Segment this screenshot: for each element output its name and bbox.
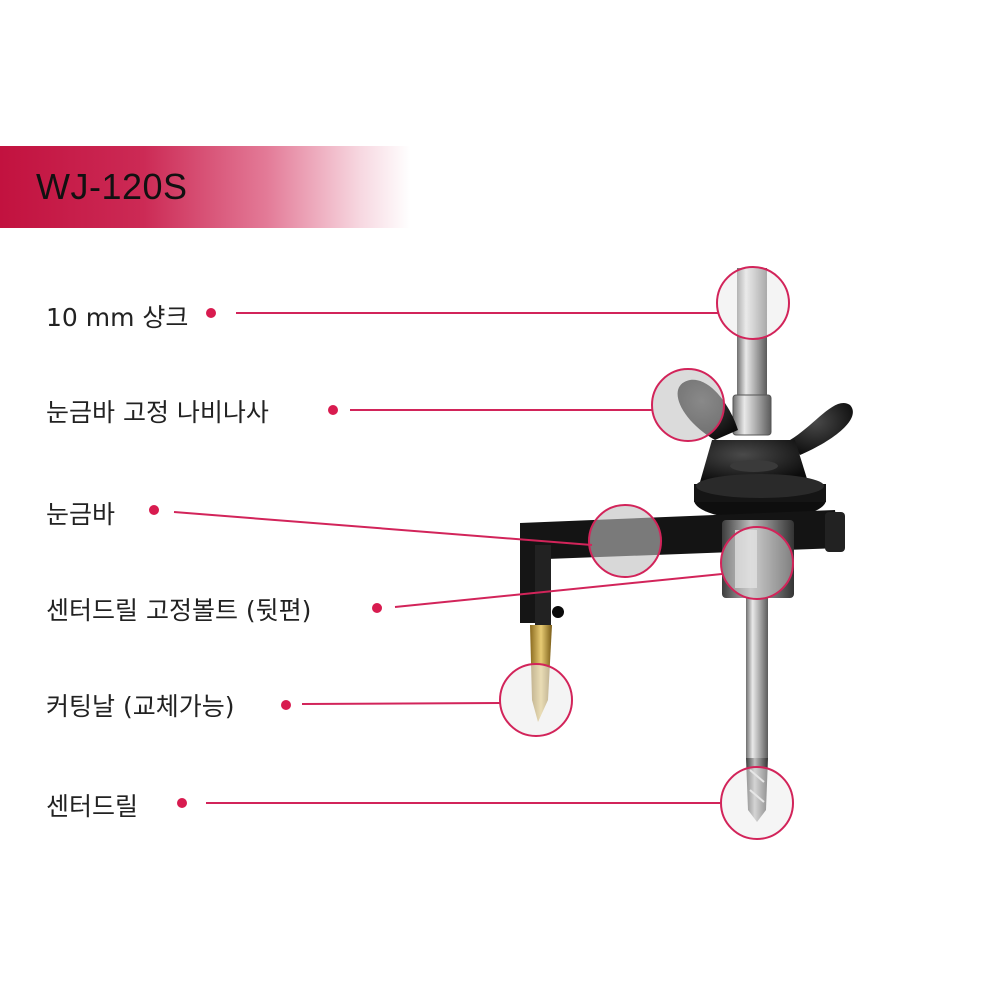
label-center-drill: 센터드릴 [46, 792, 139, 821]
label-cutting-blade: 커팅날 (교체가능) [46, 692, 235, 721]
leader-center-drill-bolt [394, 573, 723, 608]
highlight-center-drill-bolt [720, 526, 794, 600]
center-drill-rod [746, 598, 768, 758]
label-wing-nut: 눈금바 고정 나비나사 [46, 398, 269, 427]
bullet-wing-nut [328, 405, 338, 415]
label-scale-bar: 눈금바 [46, 500, 116, 529]
leader-scale-bar [173, 511, 593, 546]
highlight-scale-bar [588, 504, 662, 578]
tool-illustration [520, 268, 853, 822]
bullet-dots [149, 308, 382, 808]
highlight-center-drill [720, 766, 794, 840]
highlight-cutting-blade [499, 663, 573, 737]
bullet-scale-bar [149, 505, 159, 515]
wing-right-shape [790, 403, 853, 455]
bullet-cutting-blade [281, 700, 291, 710]
highlight-wing-nut [651, 368, 725, 442]
label-center-drill-bolt: 센터드릴 고정볼트 (뒷편) [46, 596, 312, 625]
title-banner: WJ-120S [0, 146, 410, 228]
leader-cutting-blade [301, 702, 501, 705]
bullet-shank [206, 308, 216, 318]
label-shank: 10 mm 샹크 [46, 303, 189, 332]
leader-lines [173, 312, 723, 804]
bullet-center-drill [177, 798, 187, 808]
highlight-circles [499, 266, 794, 840]
bullet-center-drill-bolt [372, 603, 382, 613]
highlight-shank [716, 266, 790, 340]
product-title: WJ-120S [36, 166, 188, 207]
